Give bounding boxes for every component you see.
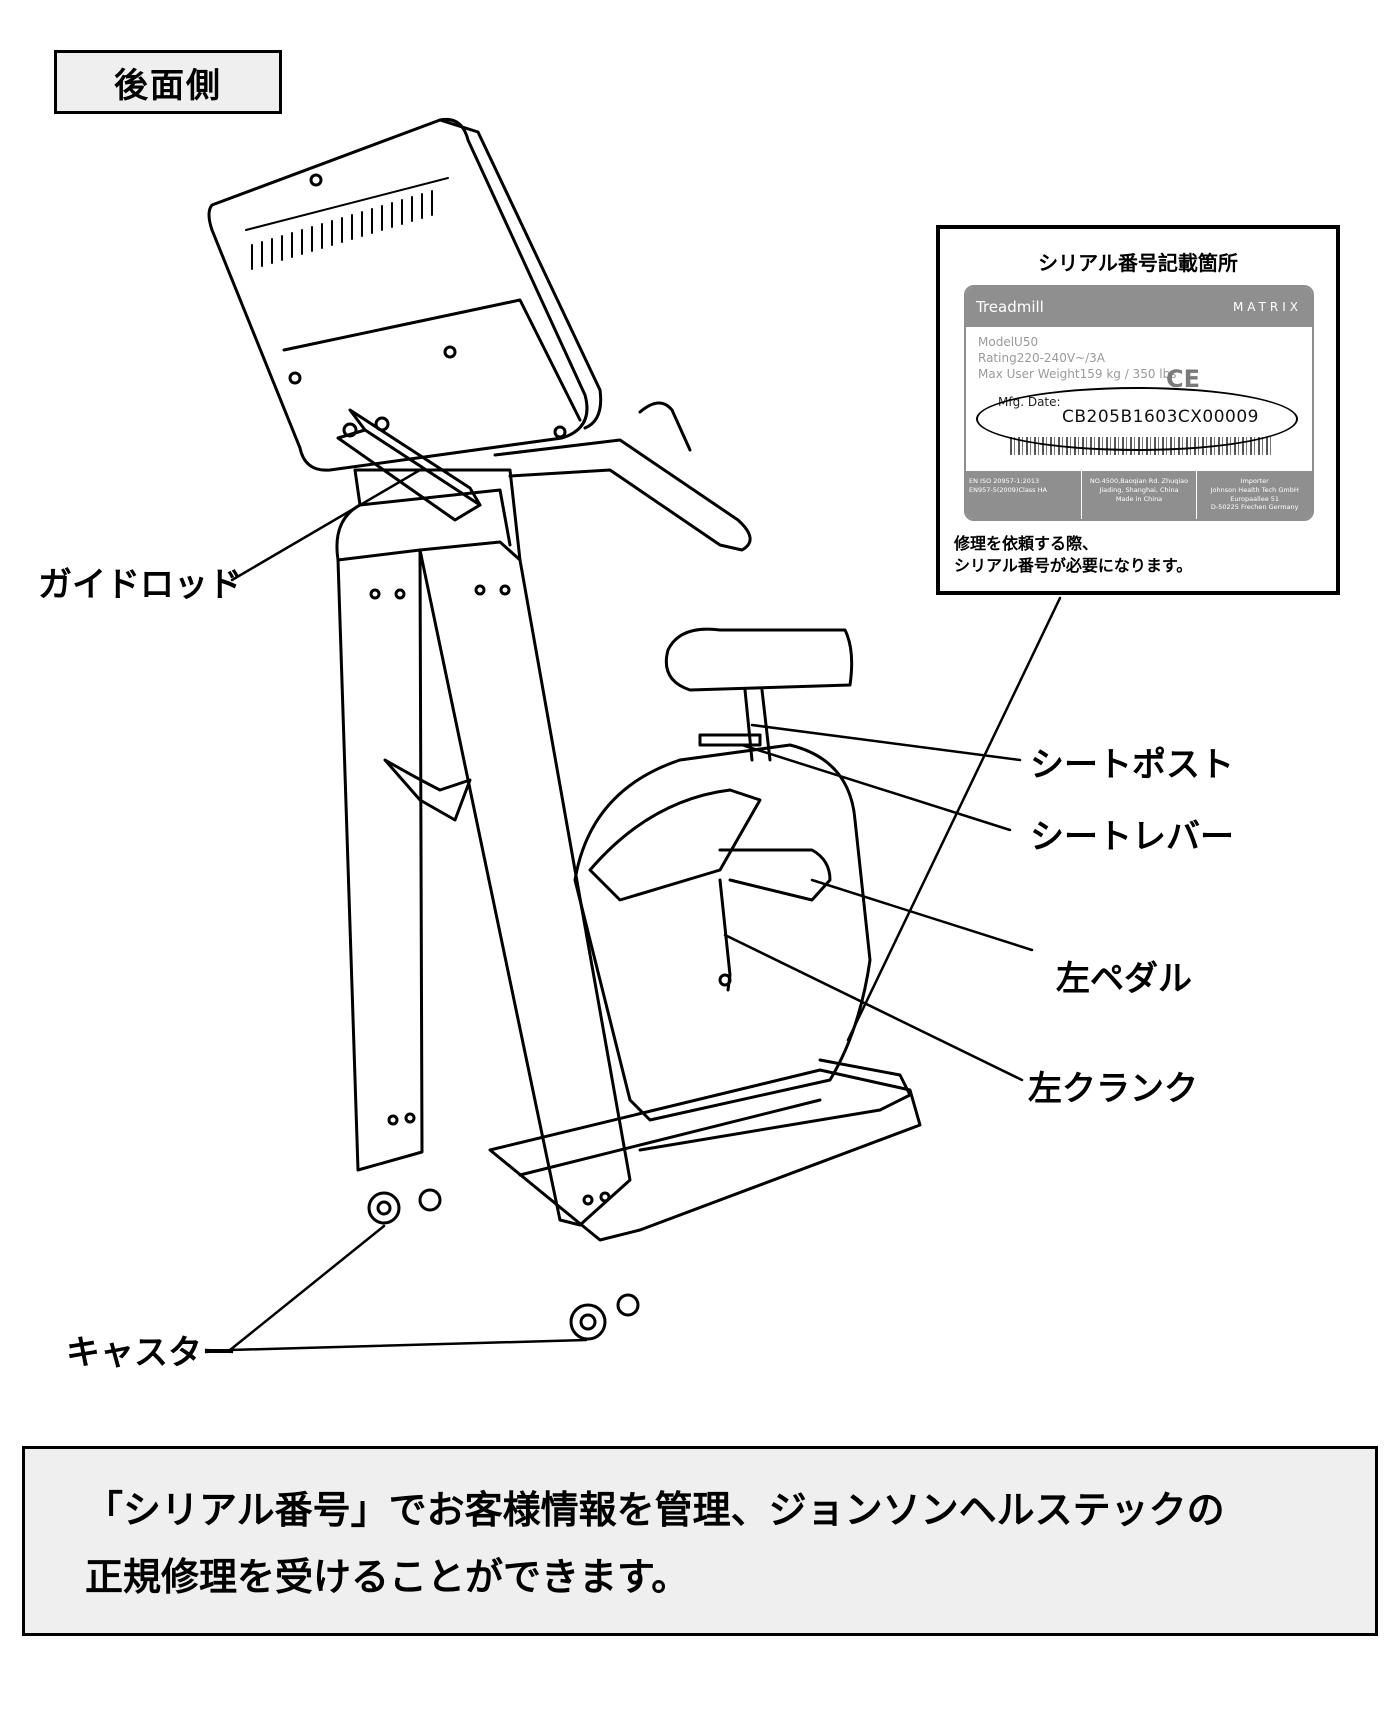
console-drawing: [207, 117, 603, 472]
guide-rod-drawing: [336, 401, 752, 552]
footer-standards: EN ISO 20957-1:2013 EN957-5(2009)Class H…: [969, 477, 1047, 494]
inset-title: シリアル番号記載箇所: [1038, 251, 1238, 275]
footer-importer: Importer Johnson Health Tech GmbH Europa…: [1196, 471, 1312, 519]
callout-seat-post: シートポスト: [1030, 745, 1234, 785]
callout-left-crank: 左クランク: [1028, 1069, 1198, 1109]
callout-left-pedal: 左ペダル: [1056, 959, 1192, 999]
serial-label-card: Treadmill MATRIX ModelU50 Rating220-240V…: [964, 285, 1314, 521]
callout-caster: キャスター: [66, 1333, 236, 1373]
label-weight: Max User Weight159 kg / 350 lbs: [978, 367, 1177, 381]
label-header: Treadmill MATRIX: [966, 287, 1312, 327]
frame-drawing: [335, 468, 632, 1227]
callout-guide-rod: ガイドロッド: [38, 565, 242, 605]
label-brand: MATRIX: [1232, 300, 1302, 314]
label-product: Treadmill: [976, 298, 1044, 316]
footer-note: 「シリアル番号」でお客様情報を管理、ジョンソンヘルステックの 正規修理を受けるこ…: [22, 1446, 1378, 1636]
label-model: ModelU50: [978, 335, 1039, 349]
base-drawing: [367, 1068, 922, 1341]
shroud-drawing: [573, 627, 912, 1152]
serial-location-inset: シリアル番号記載箇所 Treadmill MATRIX ModelU50 Rat…: [936, 225, 1340, 595]
section-title: 後面側: [54, 50, 282, 114]
footer-line-2: 正規修理を受けることができます。: [85, 1554, 690, 1599]
label-rating: Rating220-240V~/3A: [978, 351, 1105, 365]
inset-note: 修理を依頼する際、 シリアル番号が必要になります。: [954, 534, 1193, 576]
label-footer: EN ISO 20957-1:2013 EN957-5(2009)Class H…: [966, 471, 1312, 519]
leader-lines: [228, 468, 1062, 1352]
footer-line-1: 「シリアル番号」でお客様情報を管理、ジョンソンヘルステックの: [85, 1488, 1225, 1532]
callout-seat-lever: シートレバー: [1030, 817, 1234, 857]
footer-address: NO.4500,Baoqian Rd. Zhuqiao Jiading, Sha…: [1080, 471, 1197, 519]
serial-highlight-ring: [976, 387, 1298, 451]
